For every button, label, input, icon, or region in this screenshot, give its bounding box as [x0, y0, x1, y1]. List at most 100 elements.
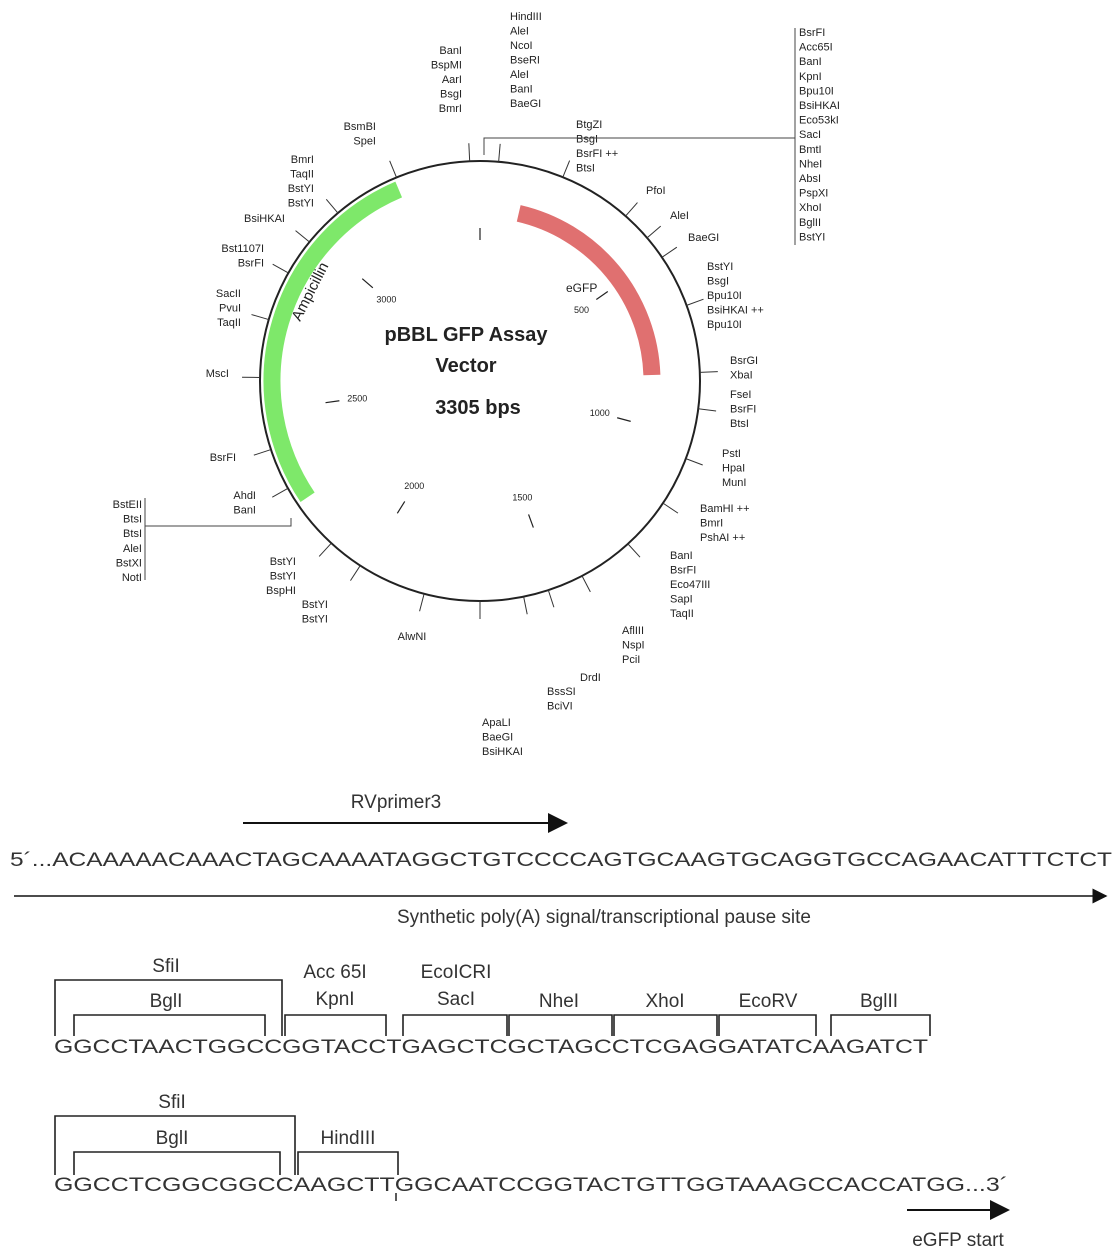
- restriction-site-label: AleI: [670, 210, 689, 222]
- restriction-site-label: PstI: [722, 448, 741, 460]
- mcs-site-label: KpnI: [799, 71, 822, 83]
- mcs-site-label: NheI: [799, 158, 822, 170]
- restriction-site-label: BtsI: [730, 418, 749, 430]
- plasmid-backbone: [259, 160, 701, 602]
- mcs2-sequence: GGCCTCGGCGGCCAAGCTTGGCAATCCGGTACTGTTGGTA…: [54, 1175, 1008, 1196]
- mcs-site-label: AbsI: [799, 173, 821, 185]
- site-leader-line: [581, 575, 591, 593]
- mcs-left-callout: [145, 518, 292, 527]
- restriction-site-label: BaeGI: [688, 232, 719, 244]
- restriction-site-labels: HindIIIAleINcoIBseRIAleIBanIBaeGIBanIBsp…: [206, 11, 764, 758]
- restriction-site-label: BsmBI: [344, 121, 376, 133]
- site-leader-line: [523, 596, 528, 615]
- mcs1-sequence: GGCCTAACTGGCCGGTACCTGAGCTCGCTAGCCTCGAGGA…: [54, 1037, 929, 1058]
- restriction-site-label: BsrGI: [730, 355, 758, 367]
- restriction-site-label: BanI: [439, 45, 462, 57]
- site-leader-line: [389, 160, 397, 178]
- restriction-site-label: BsgI: [707, 276, 729, 288]
- bp-tick: [528, 514, 534, 528]
- plasmid-name-line2: Vector: [435, 355, 496, 377]
- site-leader-line: [646, 225, 662, 239]
- site-leader-line: [685, 458, 703, 466]
- egfp-feature-arc: [516, 205, 661, 376]
- mcs2-hindiii-label: HindIII: [321, 1128, 376, 1149]
- mcs-site-label: BmtI: [799, 144, 822, 156]
- mcs1-region: SfiI Acc 65I EcoICRI BglI KpnI SacI NheI…: [54, 956, 931, 1058]
- bp-tick-label: 2000: [404, 481, 424, 491]
- restriction-site-label: BsrFI: [238, 258, 264, 270]
- restriction-site-label: PfoI: [646, 185, 666, 197]
- bp-tick-label: 2500: [347, 393, 367, 403]
- restriction-site-label: AlwNI: [398, 631, 427, 643]
- restriction-site-label: TaqII: [290, 169, 314, 181]
- ampicillin-feature-arc: [263, 181, 403, 503]
- site-leader-line: [295, 230, 310, 243]
- restriction-site-label: XbaI: [730, 370, 753, 382]
- restriction-site-label: BsgI: [440, 89, 462, 101]
- restriction-site-label: BaeGI: [510, 98, 541, 110]
- restriction-site-label: BseRI: [510, 55, 540, 67]
- site-leader-line: [498, 143, 501, 162]
- restriction-site-label: PshAI ++: [700, 532, 745, 544]
- restriction-site-label: NcoI: [510, 40, 533, 52]
- restriction-site-label: AleI: [510, 69, 529, 81]
- restriction-site-label: BsrFI: [210, 452, 236, 464]
- mcs-right-site-list: BsrFIAcc65IBanIKpnIBpu10IBsiHKAIEco53kIS…: [799, 27, 840, 243]
- site-leader-line: [318, 542, 332, 557]
- restriction-site-label: BanI: [233, 505, 256, 517]
- mcs-site-label: BstXI: [116, 557, 142, 569]
- egfp-start-label: eGFP start: [912, 1230, 1004, 1251]
- restriction-site-label: BtsI: [576, 163, 595, 175]
- restriction-site-label: BtgZI: [576, 119, 602, 131]
- egfp-label: eGFP: [566, 281, 597, 295]
- mcs-site-label: BstEII: [113, 499, 142, 511]
- mcs-site-label: BsrFI: [799, 27, 825, 39]
- site-leader-line: [625, 202, 638, 217]
- restriction-site-label: SacII: [216, 288, 241, 300]
- mcs-right-callout: [483, 137, 795, 155]
- site-leader-line: [272, 263, 289, 274]
- site-leader-line: [699, 371, 718, 373]
- restriction-site-label: BciVI: [547, 701, 573, 713]
- restriction-site-label: BsrFI: [670, 565, 696, 577]
- mcs1-kpni-label: KpnI: [315, 989, 354, 1010]
- restriction-site-label: AhdI: [233, 490, 256, 502]
- restriction-site-label: DrdI: [580, 672, 601, 684]
- restriction-site-label: TaqII: [670, 608, 694, 620]
- site-leader-line: [325, 198, 339, 214]
- mcs-site-label: Eco53kI: [799, 115, 839, 127]
- restriction-site-label: BsrFI ++: [576, 148, 618, 160]
- mcs-site-label: NotI: [122, 572, 142, 584]
- mcs1-bglii-label: BglII: [860, 991, 898, 1012]
- restriction-site-label: PciI: [622, 654, 640, 666]
- restriction-site-label: AflIII: [622, 625, 644, 637]
- restriction-site-label: AleI: [510, 26, 529, 38]
- mcs1-acc65i-label: Acc 65I: [303, 962, 366, 983]
- mcs1-xhoi-label: XhoI: [645, 991, 684, 1012]
- restriction-site-label: BmrI: [439, 103, 462, 115]
- mcs-site-label: Acc65I: [799, 42, 833, 54]
- polya-sequence: 5´...ACAAAAACAAACTAGCAAAATAGGCTGTCCCCAGT…: [10, 850, 1112, 871]
- restriction-site-label: BanI: [670, 550, 693, 562]
- restriction-site-label: FseI: [730, 389, 751, 401]
- restriction-site-label: Bpu10I: [707, 319, 742, 331]
- mcs-site-label: Bpu10I: [799, 85, 834, 97]
- bp-tick-label: 500: [574, 305, 589, 315]
- mcs1-bgli-label: BglI: [150, 991, 183, 1012]
- plasmid-name: pBBL GFP Assay: [384, 324, 548, 346]
- mcs2-brackets: [54, 1115, 399, 1175]
- bp-tick-label: 1000: [590, 408, 610, 418]
- restriction-site-label: BssSI: [547, 686, 576, 698]
- site-leader-line: [468, 143, 471, 162]
- restriction-site-label: BstYI: [302, 614, 328, 626]
- restriction-site-label: BstYI: [288, 183, 314, 195]
- site-leader-line: [272, 487, 289, 498]
- site-leader-line: [662, 502, 679, 514]
- restriction-site-label: BsiHKAI: [244, 213, 285, 225]
- bp-tick: [595, 291, 609, 301]
- restriction-site-label: BstYI: [302, 599, 328, 611]
- mcs-site-label: BtsI: [123, 528, 142, 540]
- site-leader-line: [627, 543, 641, 558]
